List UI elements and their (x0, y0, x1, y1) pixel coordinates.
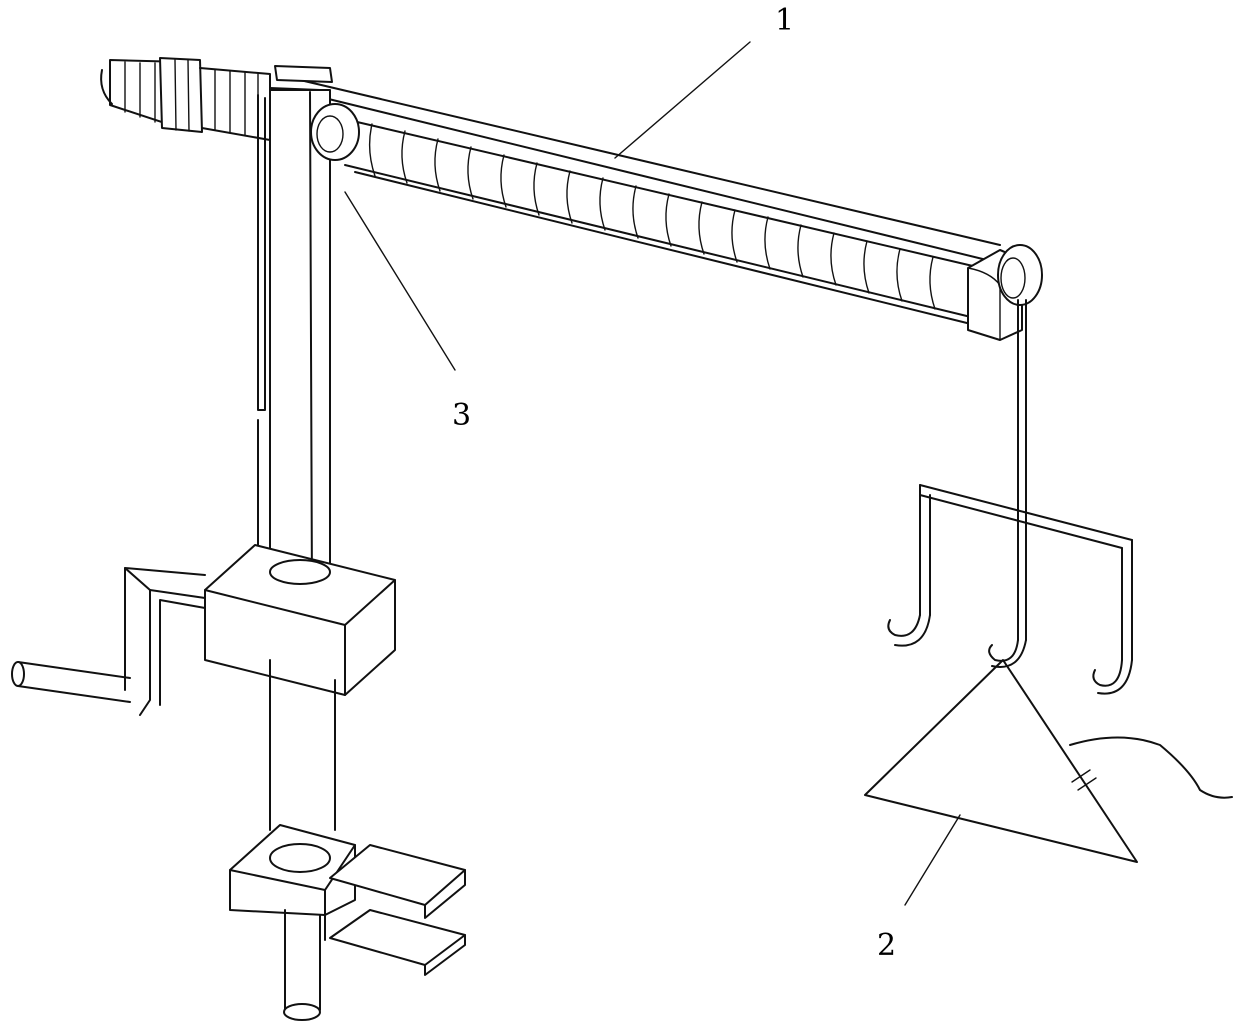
clamp (230, 825, 465, 1020)
label-1: 1 (775, 3, 794, 38)
pulley-3 (311, 104, 359, 160)
gearbox-block (205, 545, 395, 695)
label-2: 2 (877, 928, 896, 963)
triangle-load (865, 660, 1232, 862)
screw-beam (101, 58, 1042, 340)
label-3: 3 (452, 398, 471, 433)
hook-assembly (888, 300, 1132, 694)
hand-crank (12, 568, 205, 715)
leader-lines (345, 42, 960, 905)
